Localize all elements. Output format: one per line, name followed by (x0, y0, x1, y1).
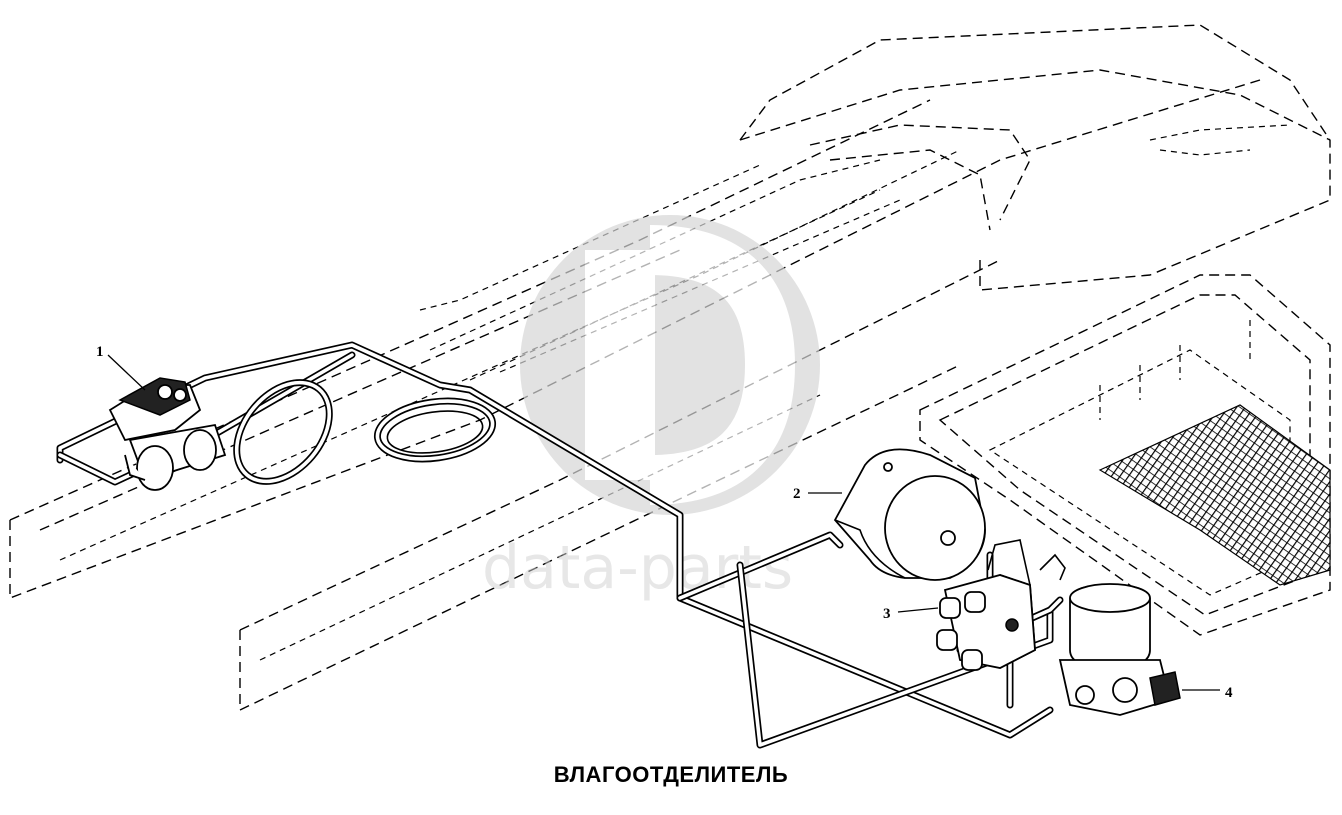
moisture-separator (1039, 553, 1181, 716)
battery-grid (1098, 404, 1331, 586)
callout-3: 3 (883, 606, 891, 622)
watermark: data-parts (482, 215, 820, 603)
protection-valve (936, 539, 1036, 671)
air-tank (833, 448, 986, 581)
pipe-coil-left (233, 379, 333, 485)
callout-2: 2 (793, 486, 801, 502)
diagram-title: ВЛАГООТДЕЛИТЕЛЬ (553, 762, 789, 787)
compressor (108, 377, 227, 491)
callout-4: 4 (1225, 685, 1233, 701)
pipe-coil-right (373, 397, 497, 463)
callout-1: 1 (96, 344, 104, 360)
callout-leaders (107, 354, 1220, 691)
